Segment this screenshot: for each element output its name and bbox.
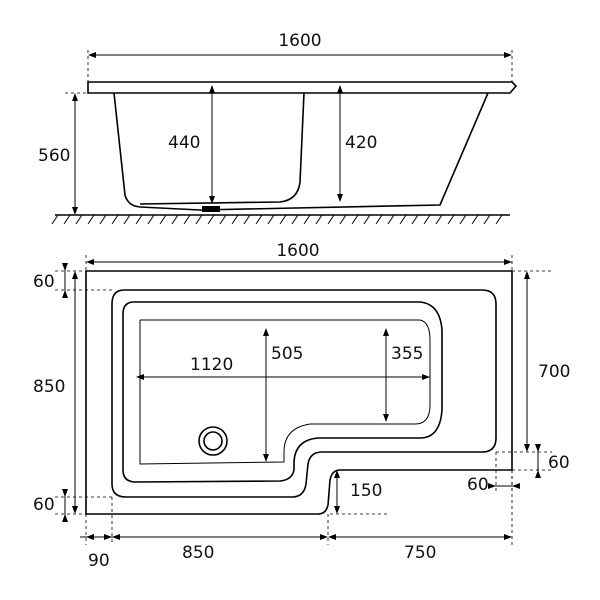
side-view-basin — [139, 92, 305, 205]
side-view: 1600 560 440 420 — [38, 31, 518, 225]
right-rim-bottom-dimension: 60 — [496, 444, 570, 478]
floor-hatching — [51, 214, 503, 225]
rim-bottom-label: 60 — [33, 495, 55, 515]
right-rim-side-label: 60 — [467, 475, 489, 495]
side-view-body — [113, 92, 489, 211]
step-depth-label: 150 — [350, 481, 382, 501]
side-length-label: 1600 — [278, 31, 321, 51]
rim-bottom-dimension: 60 — [33, 489, 112, 522]
rim-top-label: 60 — [33, 272, 55, 292]
inner-depth-right-label: 420 — [345, 133, 377, 153]
side-view-waste-outlet — [202, 206, 220, 212]
inner-depth-left-label: 440 — [168, 133, 200, 153]
inner-length-label: 1120 — [190, 355, 233, 375]
overall-width-label: 850 — [33, 377, 65, 397]
plan-waste-outlet-inner — [203, 431, 223, 451]
left-offset-label: 90 — [88, 551, 110, 571]
right-rim-side-dimension: 60 — [467, 452, 520, 495]
rim-top-dimension: 60 — [33, 263, 112, 298]
side-length-dimension: 1600 — [87, 31, 513, 82]
plan-basin-floor — [139, 319, 431, 465]
side-view-rim — [87, 81, 518, 94]
plan-view: 1600 60 850 60 — [33, 241, 570, 571]
step-depth-dimension: 150 — [330, 470, 388, 515]
plan-basin-outline — [122, 301, 443, 483]
right-section-length-label: 750 — [404, 543, 436, 563]
overall-width-dimension: 850 — [33, 271, 78, 514]
plan-outer-outline — [85, 270, 513, 515]
plan-length-label: 1600 — [276, 241, 319, 261]
side-height-label: 560 — [38, 146, 70, 166]
inner-width-left-dimension: 505 — [263, 328, 303, 462]
plan-waste-outlet — [198, 426, 228, 456]
plan-rim-inner — [111, 289, 497, 498]
left-section-length-label: 850 — [182, 543, 214, 563]
side-height-dimension: 560 — [38, 92, 88, 215]
inner-width-right-dimension: 355 — [383, 328, 423, 422]
right-section-width-label: 700 — [538, 362, 570, 382]
inner-width-right-label: 355 — [391, 344, 423, 364]
plan-length-dimension: 1600 — [85, 241, 513, 271]
right-section-width-dimension: 700 — [512, 270, 570, 452]
inner-length-dimension: 1120 — [136, 355, 430, 380]
inner-depth-left-dimension: 440 — [168, 85, 215, 204]
inner-depth-right-dimension: 420 — [337, 85, 377, 202]
inner-width-left-label: 505 — [271, 344, 303, 364]
bottom-chain-dimensions: 90 850 750 — [80, 470, 513, 571]
right-rim-bottom-label: 60 — [548, 453, 570, 473]
